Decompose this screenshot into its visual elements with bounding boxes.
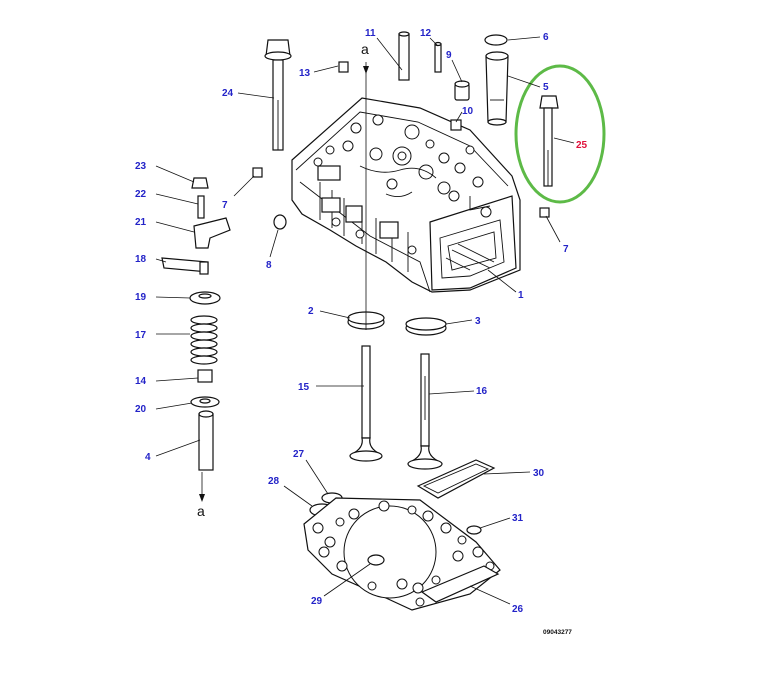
callout-22[interactable]: 22 (135, 189, 147, 200)
oring-29 (367, 554, 385, 566)
callout-18[interactable]: 18 (135, 254, 147, 265)
callout-4[interactable]: 4 (145, 452, 151, 463)
callout-7-right[interactable]: 7 (563, 244, 569, 255)
pin-12 (434, 41, 442, 73)
rocker-21 (193, 217, 231, 249)
fitting-7-right (539, 207, 550, 218)
callout-23[interactable]: 23 (135, 161, 147, 172)
callout-21[interactable]: 21 (135, 217, 147, 228)
callout-5[interactable]: 5 (543, 82, 549, 93)
callout-19[interactable]: 19 (135, 292, 147, 303)
callout-15[interactable]: 15 (298, 382, 310, 393)
head-gasket (303, 497, 501, 611)
oring-31 (466, 525, 482, 535)
head-bolt-24 (264, 39, 292, 151)
cylinder-head (291, 97, 521, 293)
callout-14[interactable]: 14 (135, 376, 147, 387)
sleeve-5 (485, 51, 509, 126)
seat-14 (197, 369, 213, 383)
callout-13[interactable]: 13 (299, 68, 311, 79)
plug-9 (454, 80, 470, 101)
callout-29[interactable]: 29 (311, 596, 323, 607)
highlighted-bolt-25 (514, 64, 606, 204)
axis-marker-a-lines (199, 62, 369, 502)
callout-16[interactable]: 16 (476, 386, 488, 397)
callout-20[interactable]: 20 (135, 404, 147, 415)
callout-2[interactable]: 2 (308, 306, 314, 317)
stud-22 (197, 195, 205, 219)
callout-27[interactable]: 27 (293, 449, 305, 460)
callout-30[interactable]: 30 (533, 468, 545, 479)
callout-11[interactable]: 11 (365, 28, 376, 39)
guide-4 (198, 410, 214, 471)
nut-23 (191, 177, 209, 189)
callout-28[interactable]: 28 (268, 476, 280, 487)
callout-10[interactable]: 10 (462, 106, 474, 117)
callout-12[interactable]: 12 (420, 28, 432, 39)
leader-lines (155, 36, 575, 605)
plug-10 (450, 119, 462, 131)
plug-8 (273, 214, 287, 230)
valve-16 (407, 353, 443, 470)
callout-25[interactable]: 25 (576, 140, 588, 151)
valve-seat-3 (405, 317, 447, 336)
oring-6 (484, 34, 508, 46)
callouts: 24 13 11 12 9 6 5 10 25 23 22 21 18 19 1… (135, 28, 588, 615)
washer-20 (190, 396, 220, 408)
callout-9[interactable]: 9 (446, 50, 452, 61)
callout-8[interactable]: 8 (266, 260, 272, 271)
fitting-7-left (252, 167, 263, 178)
retainer-19 (189, 291, 221, 305)
callout-26[interactable]: 26 (512, 604, 524, 615)
callout-17[interactable]: 17 (135, 330, 147, 341)
axis-marker-a-bottom: a (197, 503, 205, 519)
axis-marker-a-top: a (361, 41, 369, 57)
callout-3[interactable]: 3 (475, 316, 481, 327)
plug-13 (338, 61, 349, 73)
pin-11 (398, 31, 410, 81)
highlight-circle (514, 64, 606, 204)
drawing-code: 09043277 (543, 629, 572, 636)
valve-15 (349, 345, 383, 462)
spring-17 (190, 315, 218, 365)
callout-24[interactable]: 24 (222, 88, 234, 99)
gasket-30 (416, 459, 496, 499)
callout-31[interactable]: 31 (512, 513, 524, 524)
bracket-18 (161, 257, 209, 275)
callout-6[interactable]: 6 (543, 32, 549, 43)
callout-1[interactable]: 1 (518, 290, 524, 301)
callout-7-left[interactable]: 7 (222, 200, 228, 211)
